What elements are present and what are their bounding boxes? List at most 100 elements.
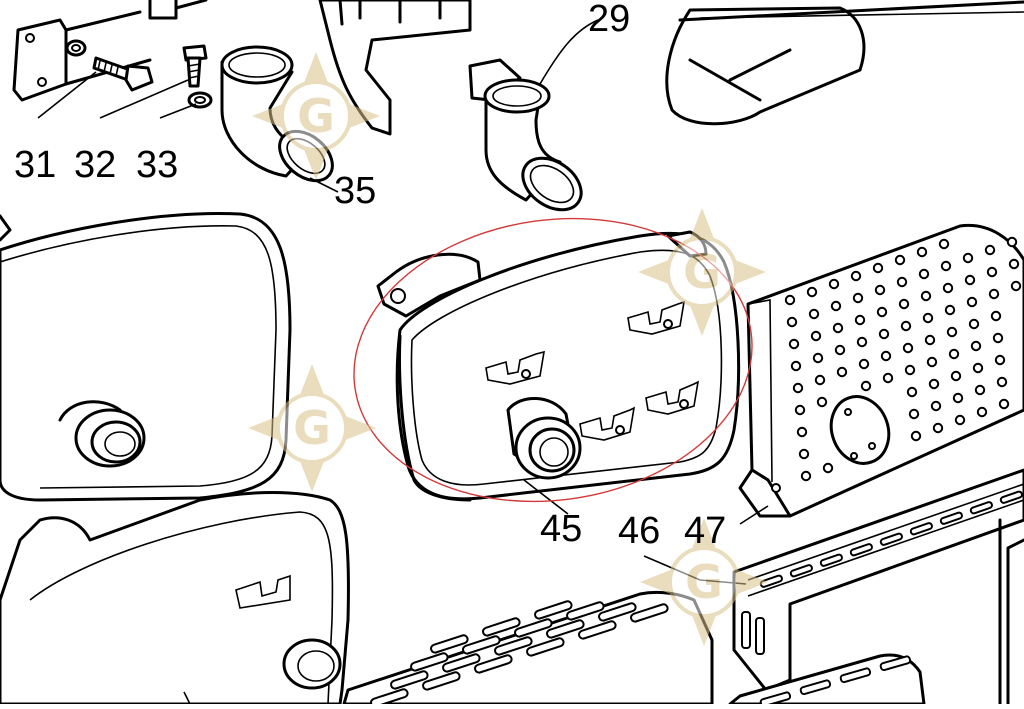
perforation-hole [996, 376, 1008, 388]
perforation-hole [966, 296, 978, 308]
perforation-hole [808, 308, 820, 320]
grate-slot [839, 667, 872, 684]
perforation-hole [930, 400, 942, 412]
bolt-part-32 [92, 56, 154, 92]
grate-slot [482, 617, 521, 637]
grate-slot [494, 636, 533, 656]
leader-line-29 [539, 19, 599, 85]
slot-hole [819, 553, 843, 567]
perforation-hole [910, 430, 922, 442]
perforation-hole [850, 270, 862, 282]
perforation-hole [806, 286, 818, 298]
grate-slot [474, 654, 513, 674]
slot-hole [849, 543, 873, 557]
perforation-hole [790, 360, 802, 372]
perforation-hole [822, 462, 834, 474]
grate-slot [566, 601, 605, 621]
perforation-hole [938, 238, 950, 250]
perforation-hole [972, 362, 984, 374]
leader-line-33 [159, 103, 197, 119]
svg-text:G: G [293, 401, 331, 455]
muffler-bottom-left [0, 491, 350, 706]
perforation-hole [894, 254, 906, 266]
perforation-hole [876, 306, 888, 318]
perforation-hole [950, 370, 962, 382]
perforation-holes [784, 236, 1022, 482]
watermark-logo: G [640, 518, 768, 646]
highlight-ellipse [353, 217, 753, 503]
slot-hole [879, 532, 903, 546]
perforation-hole [874, 284, 886, 296]
perforation-hole [954, 414, 966, 426]
callout-31: 31 [14, 144, 57, 186]
perforation-hole [976, 406, 988, 418]
perforation-hole [904, 364, 916, 376]
grate-slot [526, 637, 565, 657]
perforation-hole [962, 252, 974, 264]
leader-line-47 [739, 505, 769, 525]
grate-slot [578, 620, 617, 640]
grate-slot [598, 602, 637, 622]
perforation-hole [828, 278, 840, 290]
callout-32: 32 [74, 144, 117, 186]
perforation-hole [908, 408, 920, 420]
perforation-hole [830, 300, 842, 312]
callout-33: 33 [136, 144, 179, 186]
slot-hole [741, 611, 751, 649]
perforation-hole [940, 260, 952, 272]
perforation-hole [970, 340, 982, 352]
perforation-hole [918, 268, 930, 280]
grate-slots [759, 655, 912, 708]
stud-part-33 [182, 44, 213, 109]
perforation-hole [924, 334, 936, 346]
slot-hole [755, 617, 765, 655]
grate-slot [534, 600, 573, 620]
grate-slot [462, 635, 501, 655]
perforation-hole [1010, 280, 1022, 292]
callout-45: 45 [540, 508, 583, 550]
grate-slot [759, 691, 792, 708]
perforation-hole [984, 244, 996, 256]
perforation-hole [796, 426, 808, 438]
perforation-hole [800, 470, 812, 482]
grate-slot [879, 655, 912, 672]
perforation-hole [968, 318, 980, 330]
perforation-hole [880, 350, 892, 362]
grate-bottom-center [342, 590, 714, 708]
perforation-hole [898, 298, 910, 310]
perforation-hole [992, 332, 1004, 344]
perforation-hole [928, 378, 940, 390]
perforation-hole [974, 384, 986, 396]
leader-line-31 [37, 71, 97, 119]
perforation-hole [990, 310, 1002, 322]
perforation-hole [878, 328, 890, 340]
perforation-hole [896, 276, 908, 288]
grate-slot [430, 634, 469, 654]
perforation-hole [836, 366, 848, 378]
perforation-hole [834, 344, 846, 356]
perforation-hole [784, 294, 796, 306]
perforation-hole [852, 292, 864, 304]
perforation-hole [942, 282, 954, 294]
perforation-hole [926, 356, 938, 368]
perforation-hole [998, 398, 1010, 410]
grate-slot [422, 671, 461, 691]
leader-line-32 [99, 79, 189, 119]
perforation-hole [786, 316, 798, 328]
callout-47: 47 [684, 510, 727, 552]
bracket-part-46 [732, 468, 1024, 706]
leader-line-35 [309, 177, 339, 193]
perforation-hole [814, 374, 826, 386]
perforation-hole [920, 290, 932, 302]
perforation-hole [906, 386, 918, 398]
perforation-hole [788, 338, 800, 350]
callout-29: 29 [588, 0, 631, 40]
elbow-pipe-part-29 [468, 58, 583, 212]
perforation-hole [964, 274, 976, 286]
grate-slots [370, 600, 669, 708]
perforation-hole [812, 352, 824, 364]
perforation-hole [860, 380, 872, 392]
